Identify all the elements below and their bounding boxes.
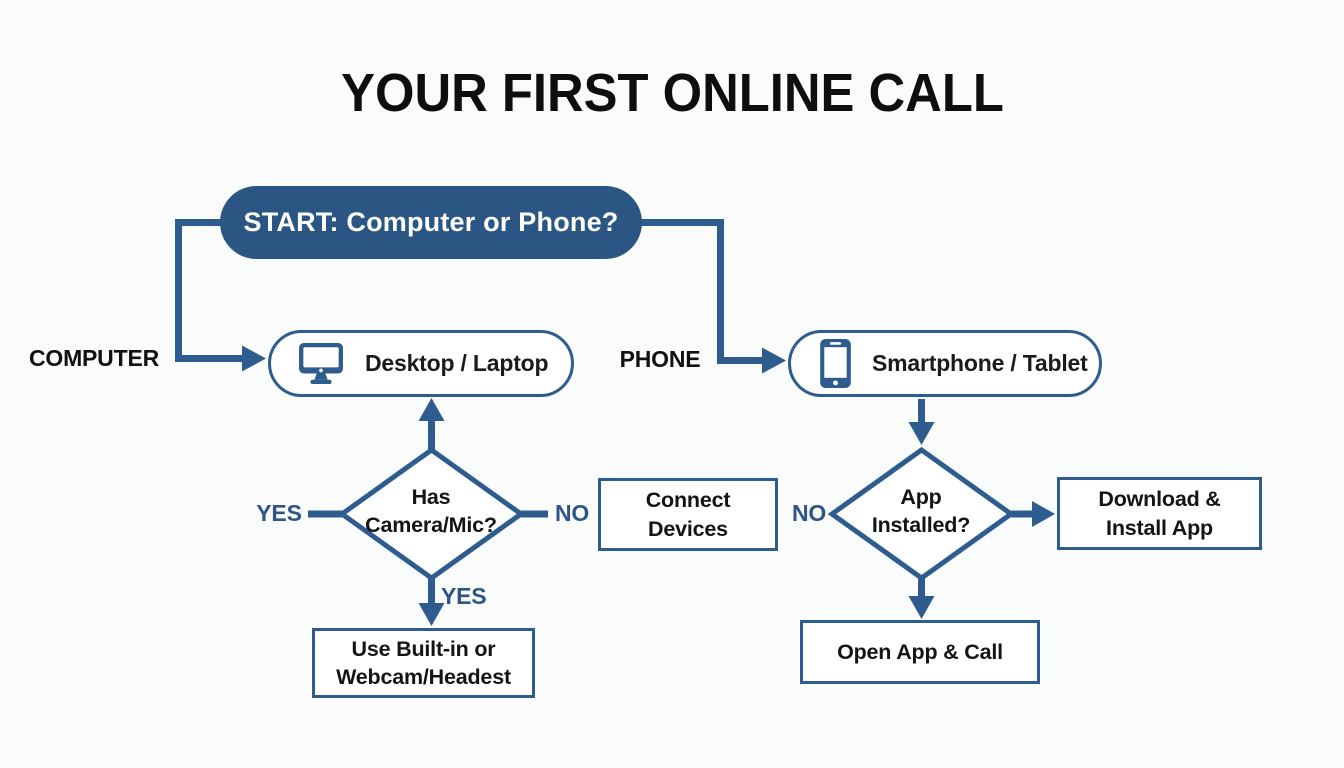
desktop-laptop-label: Desktop / Laptop: [365, 350, 549, 376]
download-install-node: Download & Install App: [1057, 477, 1262, 550]
edge-start-phone: [634, 219, 768, 364]
edge-label-camera-yes-down: YES: [441, 583, 487, 609]
use-builtin-node: Use Built-in or Webcam/Headest: [312, 628, 535, 698]
arrowhead-into-smartphone: [762, 347, 786, 374]
branch-label-computer: COMPUTER: [28, 345, 159, 371]
arrowhead-into-download: [1032, 501, 1055, 527]
arrowhead-camera-down: [418, 603, 445, 626]
edge-label-app-no: NO: [791, 500, 827, 526]
arrowhead-into-openapp: [908, 596, 935, 619]
arrowhead-into-app-diamond: [908, 422, 935, 445]
decision-diamond-app: [827, 446, 1016, 582]
start-node-label: START: Computer or Phone?: [243, 207, 619, 237]
edge-start-computer: [175, 219, 248, 362]
monitor-icon: [298, 342, 344, 385]
decision-camera-text: Has Camera/Mic?: [365, 485, 497, 537]
arrowhead-into-desktop: [242, 345, 266, 372]
connect-devices-node: Connect Devices: [598, 478, 778, 551]
open-app-call-node: Open App & Call: [800, 620, 1040, 684]
start-node: START: Computer or Phone?: [220, 186, 642, 259]
smartphone-tablet-node: Smartphone / Tablet: [788, 330, 1102, 397]
smartphone-icon: [820, 339, 851, 388]
page-title: YOUR FIRST ONLINE CALL: [340, 63, 1004, 123]
edge-label-camera-yes-left: YES: [256, 500, 302, 526]
decision-diamond-camera: [337, 446, 526, 582]
branch-label-phone: PHONE: [619, 346, 701, 372]
arrowhead-camera-up: [418, 398, 445, 421]
smartphone-tablet-label: Smartphone / Tablet: [872, 350, 1088, 376]
edge-label-camera-no: NO: [554, 500, 590, 526]
desktop-laptop-node: Desktop / Laptop: [268, 330, 574, 397]
decision-app-text: App Installed?: [871, 485, 971, 537]
